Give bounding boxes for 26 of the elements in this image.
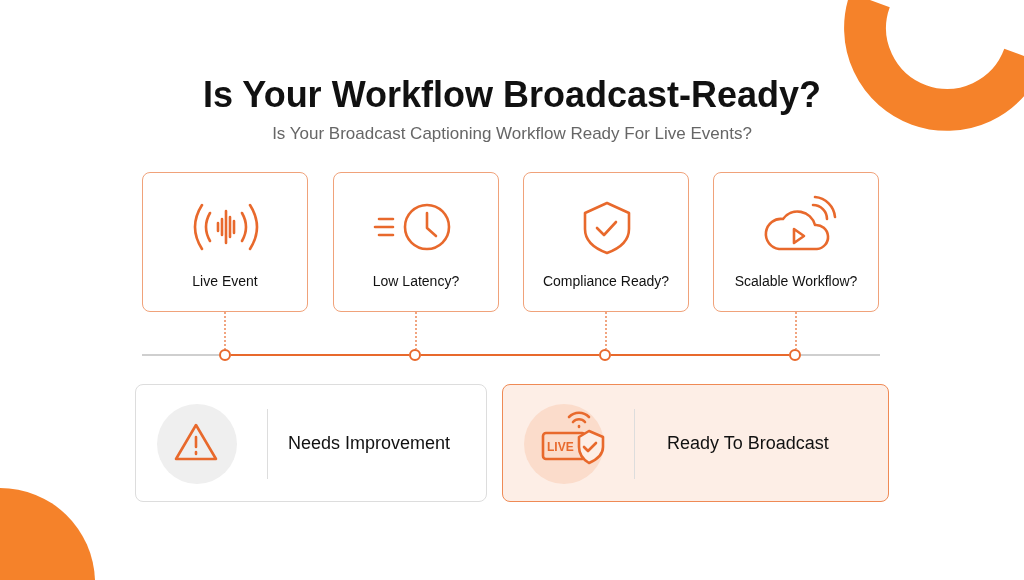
timeline-circle xyxy=(789,349,801,361)
question-card xyxy=(333,172,499,312)
dotted-connector xyxy=(605,311,607,350)
timeline-circle xyxy=(409,349,421,361)
dotted-connector xyxy=(795,311,797,350)
timeline-segment xyxy=(420,354,600,356)
question-card xyxy=(713,172,879,312)
timeline-segment xyxy=(610,354,790,356)
status-panel xyxy=(502,384,889,502)
status-label: Needs Improvement xyxy=(287,431,452,455)
question-card xyxy=(142,172,308,312)
status-label: Ready To Broadcast xyxy=(666,431,830,455)
card-label: Live Event xyxy=(191,273,259,289)
dotted-connector xyxy=(415,311,417,350)
subtitle: Is Your Broadcast Captioning Workflow Ready For Live Events? xyxy=(271,124,753,144)
question-card xyxy=(523,172,689,312)
card-label: Low Latency? xyxy=(371,273,461,289)
dotted-connector xyxy=(224,311,226,350)
card-label: Compliance Ready? xyxy=(541,273,671,289)
card-label: Scalable Workflow? xyxy=(733,273,859,289)
live-badge-text: LIVE xyxy=(547,439,574,455)
status-panel xyxy=(135,384,487,502)
title: Is Your Workflow Broadcast-Ready? xyxy=(201,74,823,116)
timeline-segment xyxy=(230,354,410,356)
timeline-circle xyxy=(219,349,231,361)
timeline-circle xyxy=(599,349,611,361)
